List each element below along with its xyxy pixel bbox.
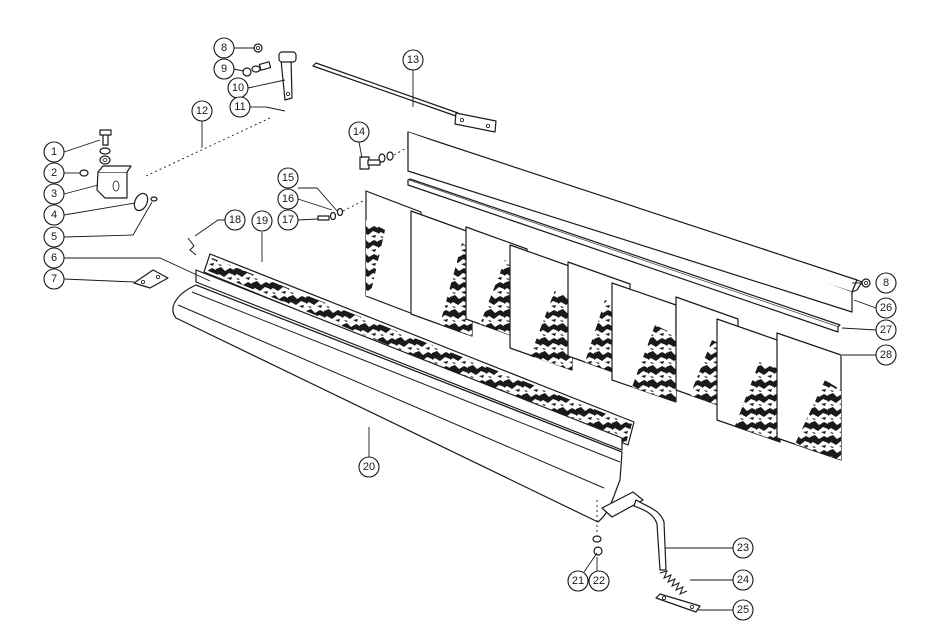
fasteners-21-22 xyxy=(592,500,603,556)
callout-27-label: 27 xyxy=(880,324,892,336)
callout-6: 6 xyxy=(43,247,65,269)
callout-8-top: 8 xyxy=(213,37,235,59)
callout-23: 23 xyxy=(732,537,754,559)
deflector-trough-20 xyxy=(172,284,623,523)
callout-15: 15 xyxy=(277,167,299,189)
callout-25-label: 25 xyxy=(737,604,749,616)
flap xyxy=(509,244,573,371)
callout-19-label: 19 xyxy=(256,215,268,227)
callout-21: 21 xyxy=(567,570,589,592)
callout-5: 5 xyxy=(43,226,65,248)
mounting-rail-6 xyxy=(195,269,623,451)
callout-3-label: 3 xyxy=(51,188,57,200)
callout-22: 22 xyxy=(588,570,610,592)
callout-14: 14 xyxy=(348,121,370,143)
angle-bar-26 xyxy=(407,131,863,313)
bolt-17 xyxy=(317,199,366,221)
callout-26-label: 26 xyxy=(880,302,892,314)
washer-nut-stack xyxy=(99,147,111,165)
callout-24: 24 xyxy=(732,569,754,591)
rubber-flaps-28 xyxy=(365,190,842,461)
callout-10: 10 xyxy=(227,77,249,99)
rubber-strip-19 xyxy=(203,253,635,446)
callout-9-label: 9 xyxy=(221,63,227,75)
mounting-bracket-3 xyxy=(96,165,132,199)
callout-2: 2 xyxy=(43,162,65,184)
callout-5-label: 5 xyxy=(51,231,57,243)
callout-28-label: 28 xyxy=(880,349,892,361)
flap xyxy=(776,332,842,461)
callout-8-right: 8 xyxy=(875,272,897,294)
callout-10-label: 10 xyxy=(232,82,244,94)
callout-26: 26 xyxy=(875,297,897,319)
callout-20-label: 20 xyxy=(363,461,375,473)
split-pin-11 xyxy=(265,106,286,112)
callout-18-label: 18 xyxy=(229,214,241,226)
retaining-chain-12 xyxy=(145,117,271,177)
support-rod-13 xyxy=(312,62,497,133)
callout-2-label: 2 xyxy=(51,167,57,179)
callout-6-label: 6 xyxy=(51,252,57,264)
callout-11-label: 11 xyxy=(234,101,245,113)
nut-washer-9 xyxy=(242,61,272,77)
callout-16: 16 xyxy=(277,188,299,210)
callout-3: 3 xyxy=(43,183,65,205)
callout-17-label: 17 xyxy=(282,214,294,226)
callout-14-label: 14 xyxy=(353,126,365,138)
callout-20: 20 xyxy=(358,456,380,478)
bracket-7 xyxy=(133,269,169,289)
callout-22-label: 22 xyxy=(593,575,605,587)
callout-13: 13 xyxy=(402,49,424,71)
bolt-1 xyxy=(99,129,112,146)
callout-4: 4 xyxy=(43,204,65,226)
callout-13-label: 13 xyxy=(407,54,419,66)
callout-24-label: 24 xyxy=(737,574,749,586)
hinge-lever-10 xyxy=(278,51,297,101)
callout-7: 7 xyxy=(43,268,65,290)
callout-27: 27 xyxy=(875,319,897,341)
callout-12-label: 12 xyxy=(196,105,208,117)
spring-24 xyxy=(659,570,688,595)
callout-11: 11 xyxy=(229,96,251,118)
flap xyxy=(716,318,781,443)
callout-8-top-label: 8 xyxy=(221,42,227,54)
callout-1: 1 xyxy=(43,141,65,163)
clamp-strip-27 xyxy=(407,178,841,333)
flap xyxy=(410,210,473,337)
callout-19: 19 xyxy=(251,210,273,232)
callout-18: 18 xyxy=(224,209,246,231)
flap-disc-4 xyxy=(133,192,149,212)
callout-12: 12 xyxy=(191,100,213,122)
callout-16-label: 16 xyxy=(282,193,294,205)
pin-5 xyxy=(150,196,158,202)
flap xyxy=(365,190,422,318)
callout-28: 28 xyxy=(875,344,897,366)
callout-23-label: 23 xyxy=(737,542,749,554)
handle-lever-23 xyxy=(601,491,667,571)
washer-8-right xyxy=(861,278,871,288)
callout-15-label: 15 xyxy=(282,172,294,184)
callout-17: 17 xyxy=(277,209,299,231)
callout-25: 25 xyxy=(732,599,754,621)
callout-4-label: 4 xyxy=(51,209,57,221)
callout-8-right-label: 8 xyxy=(883,277,889,289)
washer-2 xyxy=(79,169,89,177)
callout-9: 9 xyxy=(213,58,235,80)
spring-clip-18 xyxy=(187,237,197,256)
washer-8-top xyxy=(253,43,263,53)
link-plate-25 xyxy=(655,593,701,613)
callout-21-label: 21 xyxy=(572,575,584,587)
bolt-14 xyxy=(359,145,411,170)
callout-7-label: 7 xyxy=(51,273,57,285)
callout-1-label: 1 xyxy=(51,146,57,158)
flap xyxy=(611,282,677,403)
